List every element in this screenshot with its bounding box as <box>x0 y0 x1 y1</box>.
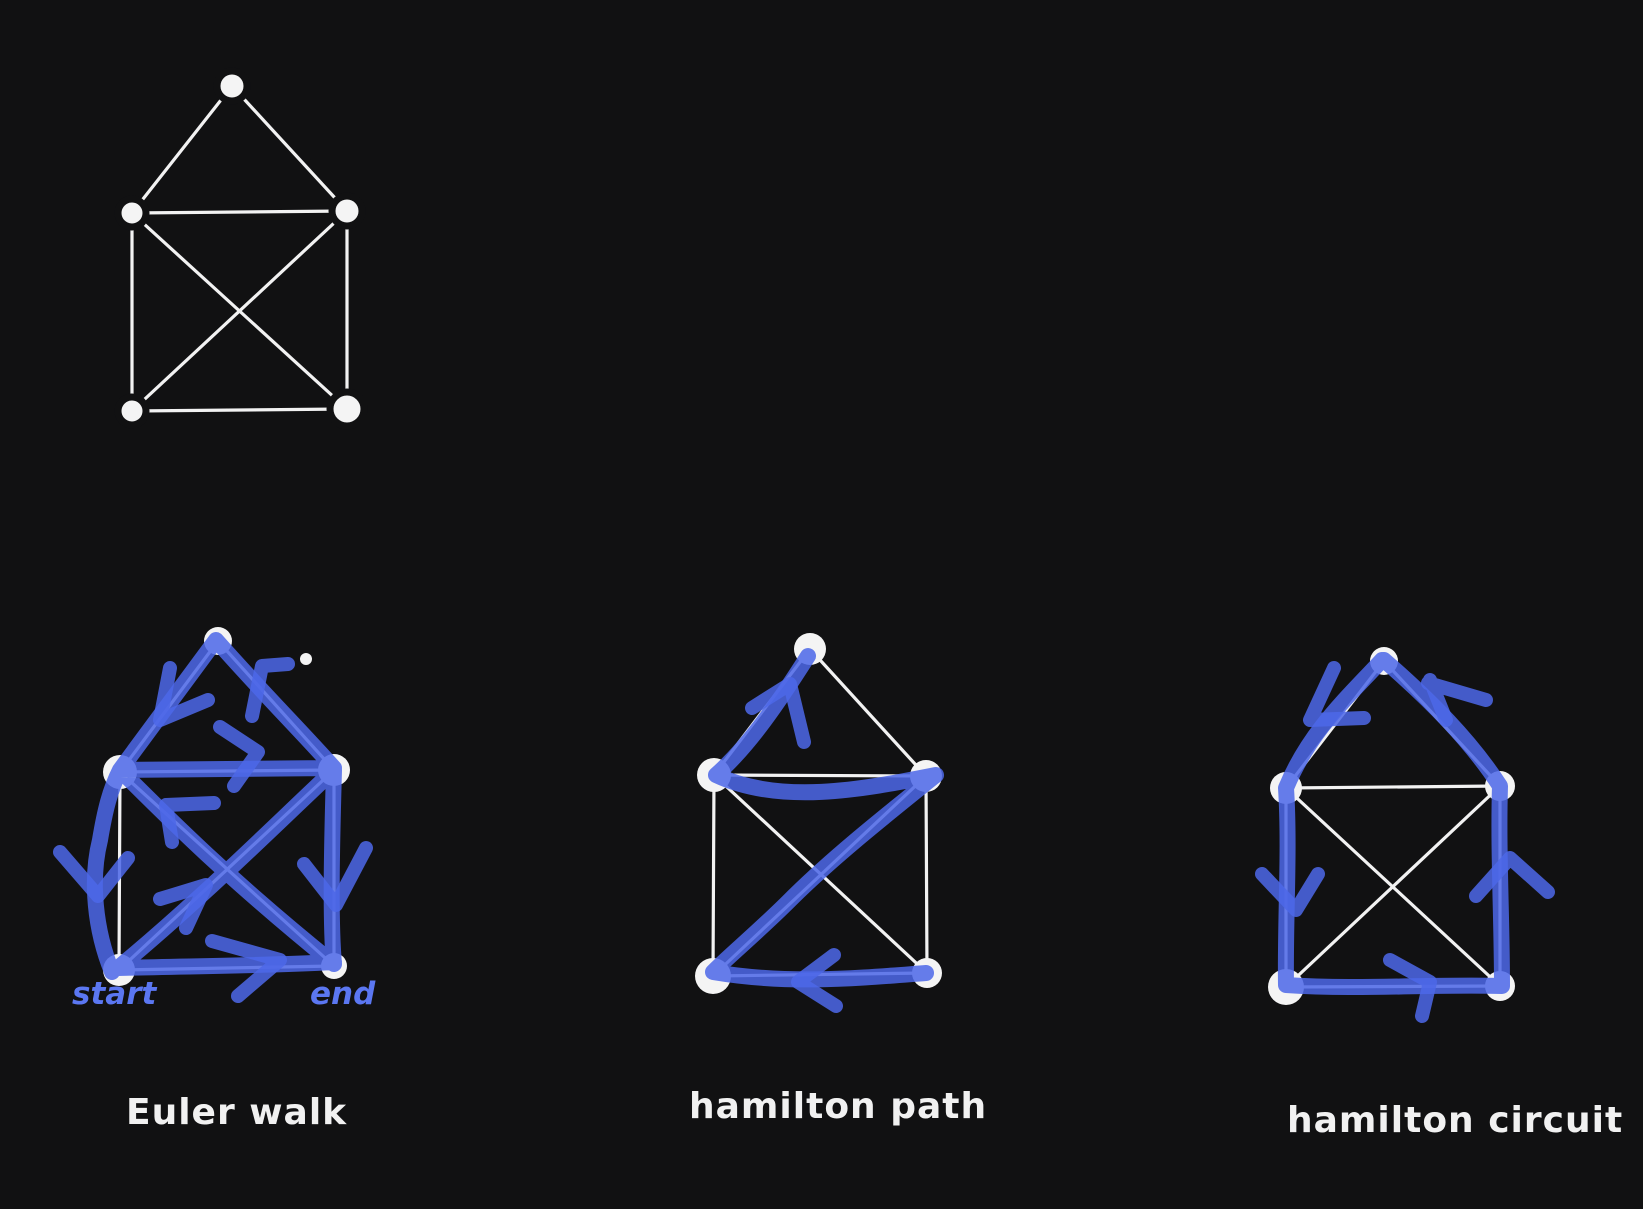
hamilton-circuit-stroke <box>1277 652 1510 996</box>
edge-left-mid-right-mid <box>130 209 349 215</box>
hamilton-path-stroke <box>705 648 944 988</box>
node-right-bottom <box>326 388 368 430</box>
pen-dot <box>300 653 312 665</box>
edge-top-right-mid <box>808 647 928 778</box>
end-label: end <box>310 976 376 1012</box>
plain-graph <box>114 67 368 430</box>
edge-left-mid-left-bottom <box>711 773 716 978</box>
arrow-top-right <box>245 657 295 723</box>
hamilton-circuit-highlight <box>1255 652 1555 1023</box>
euler-walk-highlight <box>53 632 373 1003</box>
edge-left-mid-right-mid <box>1284 784 1502 790</box>
hamilton-circuit-caption: hamilton circuit <box>1287 1100 1623 1141</box>
arrow-right-top <box>1421 673 1493 727</box>
edge-top-right-mid <box>230 84 349 213</box>
euler-walk-stroke <box>86 632 342 980</box>
arrow-bottom <box>791 948 843 1013</box>
arrow-left-side <box>1255 867 1325 917</box>
edge-right-mid-right-bottom <box>924 774 929 975</box>
hamilton-path-highlight <box>705 648 944 1013</box>
node-left-mid <box>114 195 150 231</box>
hamilton-path-nodes <box>695 633 942 994</box>
hamilton-path-caption: hamilton path <box>689 1086 987 1127</box>
edge-top-left-mid <box>130 84 234 215</box>
node-right-mid <box>328 192 366 230</box>
arrow-cross <box>153 878 213 935</box>
hamilton-circuit-diagram: hamilton circuit <box>1255 647 1623 1141</box>
edge-right-mid-left-bottom <box>1284 784 1502 989</box>
euler-walk-diagram: start end Euler walk <box>53 627 376 1133</box>
arrow-up-left-mid <box>53 845 135 903</box>
arrow-right-side <box>297 841 373 912</box>
euler-walk-nodes <box>103 627 350 986</box>
arrow-top-bar <box>213 720 265 793</box>
plain-graph-nodes <box>114 67 368 430</box>
arrow-top <box>745 677 811 749</box>
arrow-top-left <box>153 661 215 727</box>
node-top <box>213 67 251 105</box>
hamilton-path-diagram: hamilton path <box>689 633 987 1127</box>
arrow-bottom <box>205 934 287 1003</box>
edge-right-mid-left-bottom <box>130 209 349 413</box>
start-label: start <box>72 976 157 1012</box>
plain-graph-edges <box>130 84 349 413</box>
arrow-right-side <box>1469 851 1555 903</box>
edge-left-bottom-right-bottom <box>130 407 349 413</box>
euler-walk-caption: Euler walk <box>126 1092 347 1133</box>
arrow-middle-left <box>159 796 221 849</box>
arrow-left-top <box>1303 661 1371 727</box>
arrow-bottom <box>1383 953 1437 1023</box>
node-left-bottom <box>114 393 150 429</box>
